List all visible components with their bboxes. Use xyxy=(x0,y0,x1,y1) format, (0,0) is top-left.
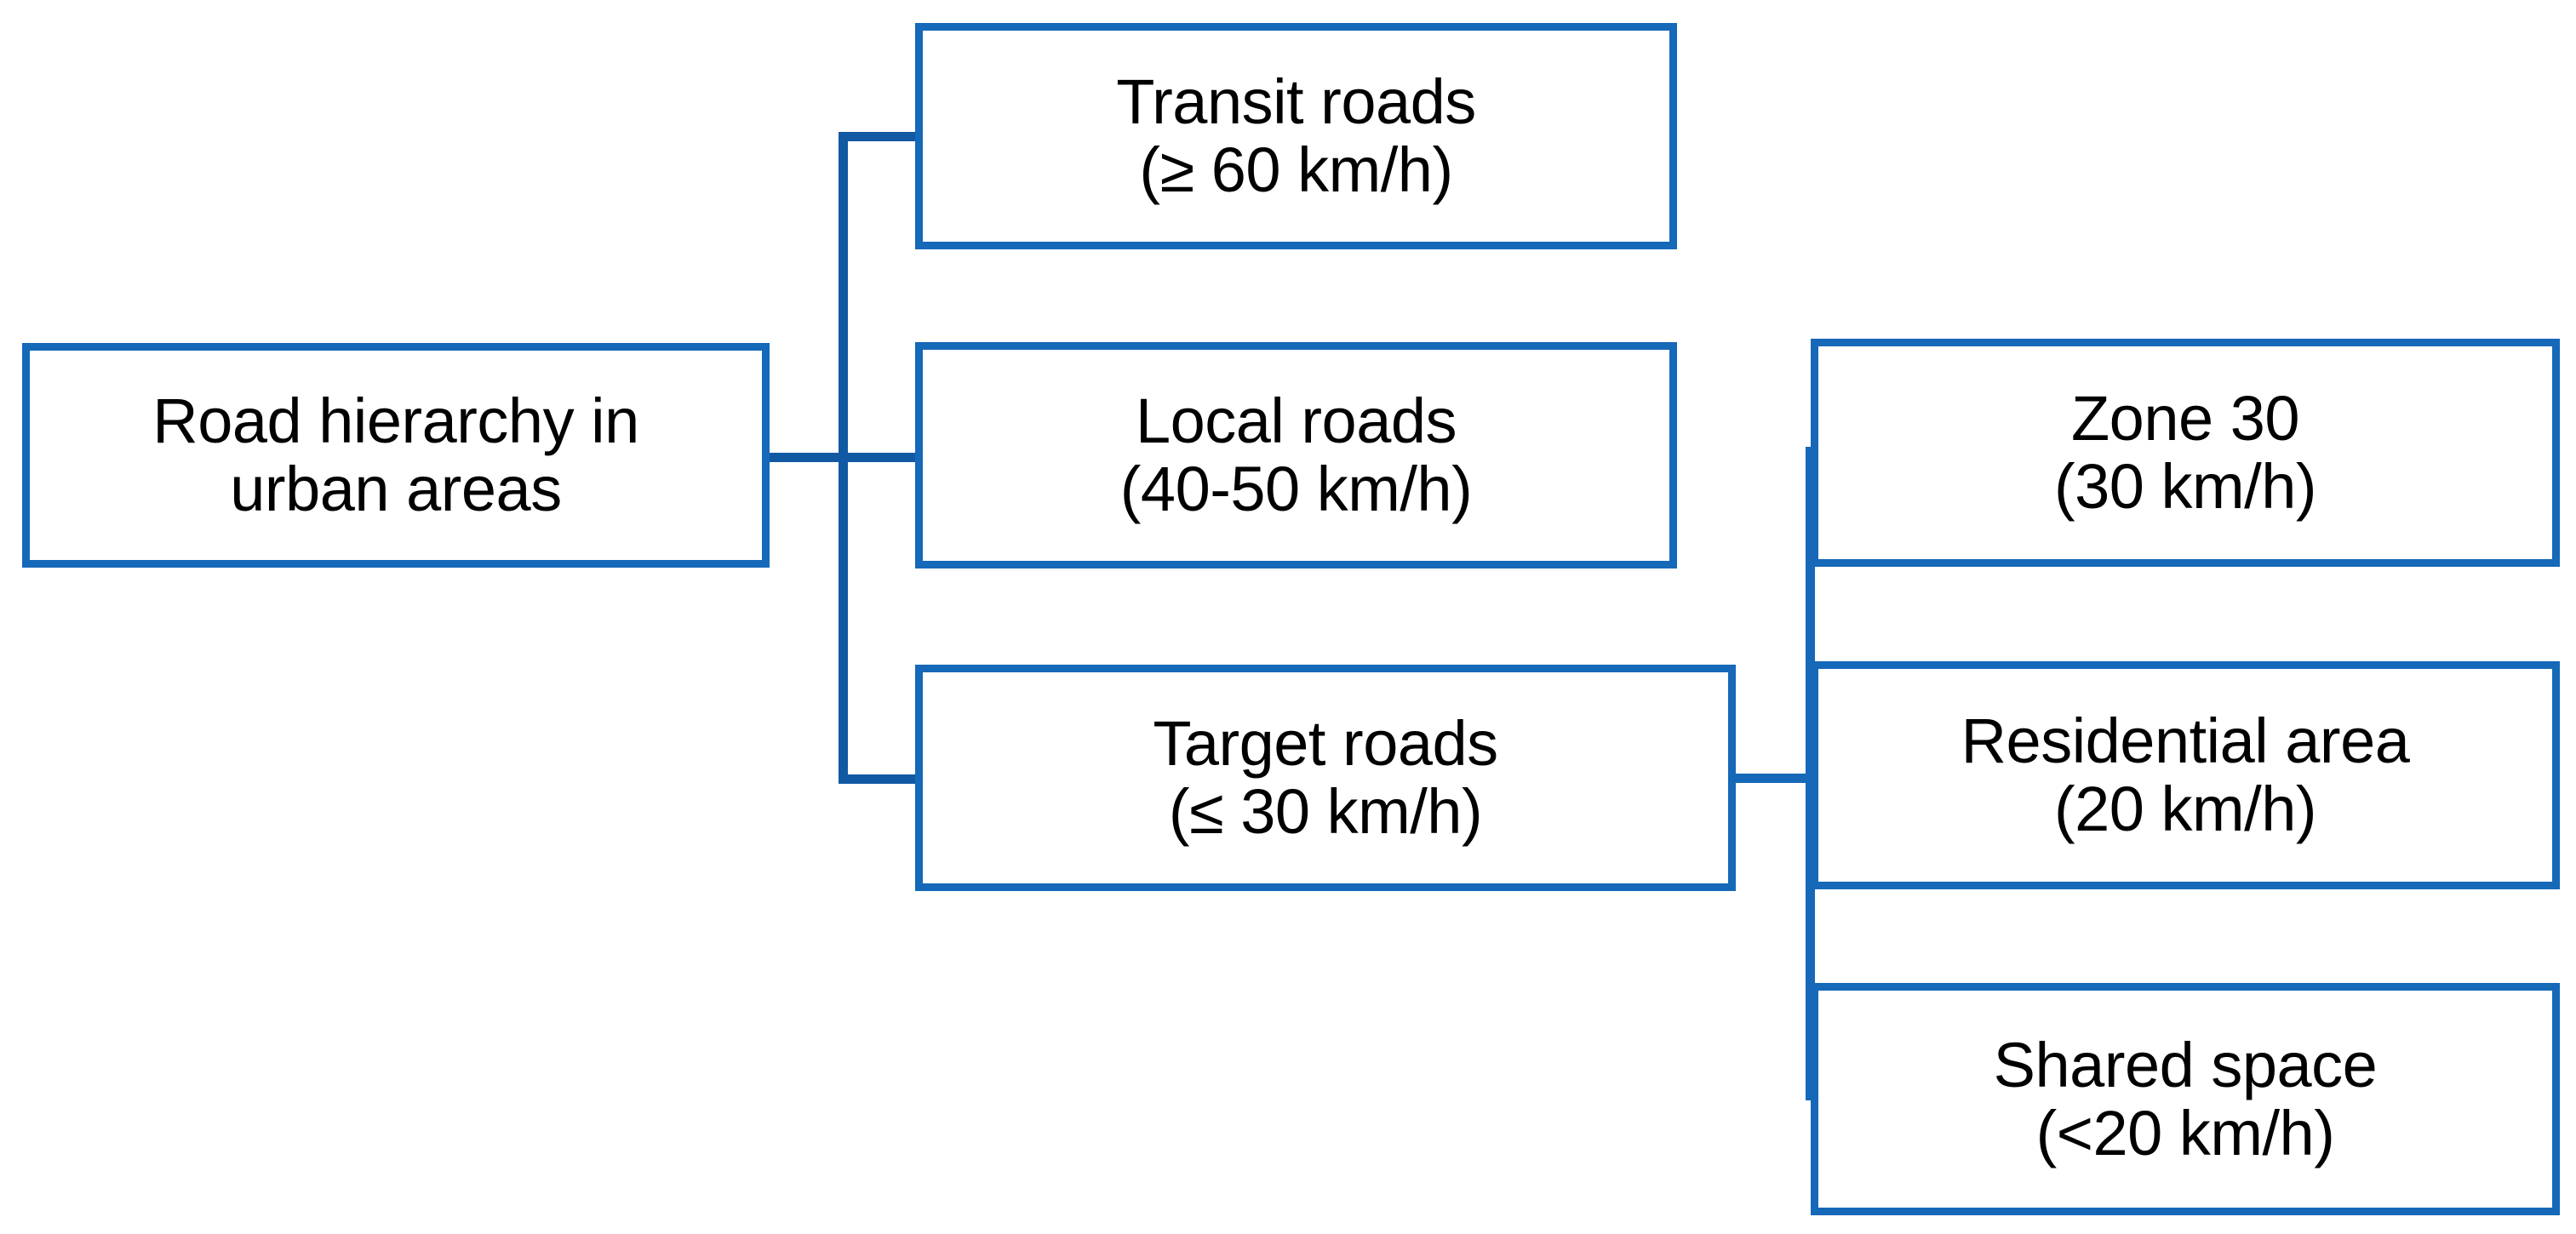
node-residential-area[interactable]: Residential area (20 km/h) xyxy=(1811,661,2560,889)
node-zone-30[interactable]: Zone 30 (30 km/h) xyxy=(1811,339,2560,567)
node-local-roads[interactable]: Local roads (40-50 km/h) xyxy=(915,342,1677,568)
connector-to-target xyxy=(839,774,922,784)
node-residential-line2: (20 km/h) xyxy=(2053,774,2317,844)
node-shared-space[interactable]: Shared space (<20 km/h) xyxy=(1811,983,2560,1215)
node-root-line2: urban areas xyxy=(230,454,562,524)
connector-to-transit xyxy=(839,132,922,141)
node-target-roads[interactable]: Target roads (≤ 30 km/h) xyxy=(915,665,1736,891)
node-road-hierarchy-in-urban-areas[interactable]: Road hierarchy in urban areas xyxy=(22,343,770,568)
connector-to-local xyxy=(839,453,922,462)
connector-root-stub xyxy=(764,453,848,462)
node-target-line2: (≤ 30 km/h) xyxy=(1168,776,1483,847)
node-transit-line1: Transit roads xyxy=(1116,66,1476,138)
node-shared-line1: Shared space xyxy=(1993,1029,2378,1100)
node-shared-line2: (<20 km/h) xyxy=(2035,1097,2335,1168)
node-local-line1: Local roads xyxy=(1135,386,1457,457)
node-root-line1: Road hierarchy in xyxy=(152,386,639,457)
node-target-line1: Target roads xyxy=(1153,708,1498,780)
node-transit-line2: (≥ 60 km/h) xyxy=(1139,134,1453,205)
connector-target-stub xyxy=(1730,774,1815,783)
node-zone30-line1: Zone 30 xyxy=(2070,383,2300,454)
node-transit-roads[interactable]: Transit roads (≥ 60 km/h) xyxy=(915,23,1677,249)
node-residential-line1: Residential area xyxy=(1961,706,2410,777)
node-local-line2: (40-50 km/h) xyxy=(1119,454,1473,524)
node-zone30-line2: (30 km/h) xyxy=(2053,451,2317,522)
